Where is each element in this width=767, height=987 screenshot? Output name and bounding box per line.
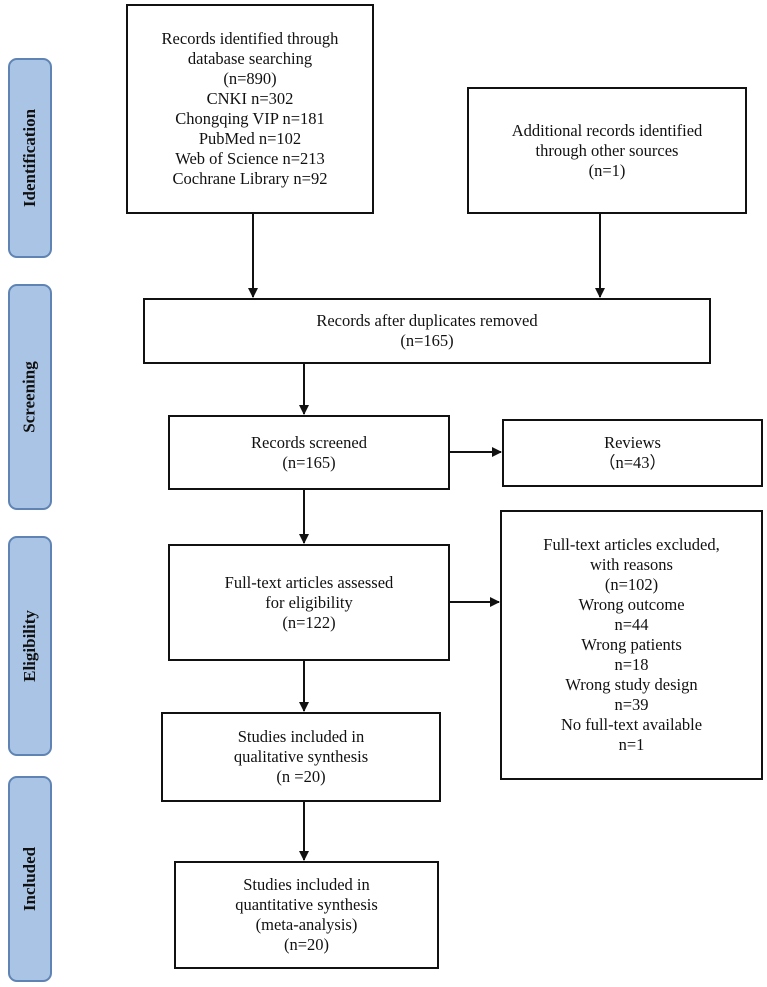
box-line: Additional records identified	[511, 120, 703, 140]
box-line: Cochrane Library n=92	[172, 169, 328, 188]
box-line: n=1	[618, 735, 645, 754]
box-line: No full-text available	[560, 715, 703, 734]
box-line: n=18	[614, 655, 649, 674]
box-line: Studies included in	[237, 727, 365, 746]
box-line: (meta-analysis)	[255, 915, 358, 934]
box-quantitative-synthesis: Studies included in quantitative synthes…	[174, 861, 439, 969]
box-records-screened: Records screened (n=165)	[168, 415, 450, 490]
box-line: (n=890)	[223, 69, 277, 88]
box-line: （n=43）	[598, 453, 667, 472]
box-qualitative-synthesis: Studies included in qualitative synthesi…	[161, 712, 441, 802]
box-line: for eligibility	[265, 592, 353, 612]
box-line: PubMed n=102	[198, 129, 302, 148]
box-line: qualitative synthesis	[233, 747, 369, 766]
phase-label-screening: Screening	[20, 361, 39, 433]
box-line: (n=20)	[283, 935, 330, 954]
box-line: CNKI n=302	[206, 89, 294, 108]
box-line: Records screened	[251, 432, 367, 452]
box-line: Records identified through	[161, 29, 339, 48]
box-line: Wrong outcome	[578, 595, 685, 614]
phase-included: Included	[8, 776, 52, 982]
box-full-text-assessed: Full-text articles assessed for eligibil…	[168, 544, 450, 661]
box-line: Wrong study design	[565, 675, 698, 694]
phase-eligibility: Eligibility	[8, 536, 52, 756]
box-full-text-excluded: Full-text articles excluded, with reason…	[500, 510, 763, 780]
box-line: with reasons	[590, 555, 673, 574]
phase-label-included: Included	[20, 846, 39, 912]
box-line: (n=165)	[400, 331, 454, 350]
box-line: (n=102)	[604, 575, 659, 594]
box-line: n=39	[614, 695, 649, 714]
box-line: (n=165)	[282, 452, 336, 472]
box-line: Studies included in	[243, 875, 370, 894]
box-line: Chongqing VIP n=181	[175, 109, 325, 128]
box-line: Reviews	[604, 433, 661, 452]
box-line: quantitative synthesis	[235, 895, 378, 914]
phase-label-identification: Identification	[20, 108, 40, 208]
phase-screening: Screening	[8, 284, 52, 510]
box-line: Records after duplicates removed	[316, 311, 538, 330]
box-line: Web of Science n=213	[175, 149, 325, 168]
box-line: (n=1)	[588, 160, 626, 180]
box-line: n=44	[614, 615, 649, 634]
box-line: Full-text articles excluded,	[543, 535, 720, 554]
box-line: (n =20)	[276, 767, 326, 786]
box-database-search: Records identified through database sear…	[126, 4, 374, 214]
box-line: (n=122)	[282, 612, 336, 632]
box-line: through other sources	[535, 140, 679, 160]
box-line: database searching	[187, 49, 313, 68]
box-line: Full-text articles assessed	[224, 572, 394, 592]
phase-identification: Identification	[8, 58, 52, 258]
box-other-sources: Additional records identified through ot…	[467, 87, 747, 214]
box-after-duplicates: Records after duplicates removed (n=165)	[143, 298, 711, 364]
box-line: Wrong patients	[581, 635, 682, 654]
phase-label-eligibility: Eligibility	[20, 610, 40, 682]
box-reviews: Reviews （n=43）	[502, 419, 763, 487]
